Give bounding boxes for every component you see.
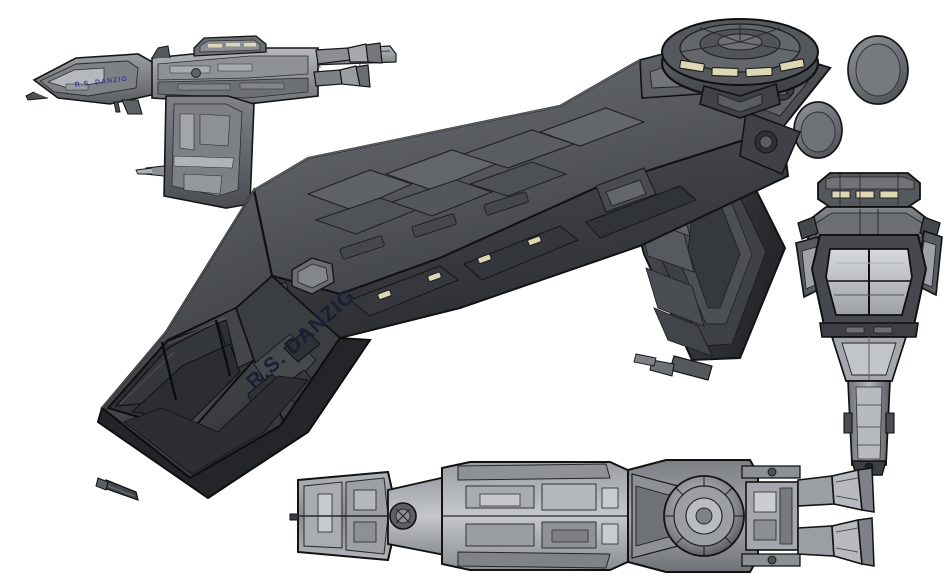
hull-edge-highlights (101, 59, 641, 409)
engine-pods-side (313, 42, 383, 88)
thruster-nozzles-plan (797, 467, 875, 567)
bow-section: R.S. DANZIG (25, 53, 157, 105)
ventral-keel-front (843, 380, 895, 476)
bridge-viewport-band (679, 58, 805, 78)
command-tower-main (660, 18, 820, 119)
view-top-plan (289, 459, 875, 573)
bow-plan (289, 470, 400, 562)
bow-cockpit: R.S. DANZIG (95, 187, 372, 502)
bow-antenna-side (113, 101, 121, 113)
bow-strut-side (121, 99, 143, 115)
lower-hull-front (830, 336, 908, 382)
ventral-fin-side (135, 95, 255, 209)
engine-section-plan (627, 459, 801, 573)
command-tower-front (817, 172, 921, 208)
cockpit-front (810, 234, 928, 338)
engine-pods-main (793, 35, 909, 159)
midhull-block (151, 45, 319, 105)
view-main-three-quarter: R.S. DANZIG (95, 18, 909, 502)
view-side-profile: R.S. DANZIG (25, 35, 397, 209)
hull-window-row (377, 235, 542, 300)
view-front-elevation (795, 172, 943, 476)
fuselage-plan (441, 461, 633, 571)
neck-plan (387, 474, 451, 558)
command-tower-side (193, 35, 267, 57)
